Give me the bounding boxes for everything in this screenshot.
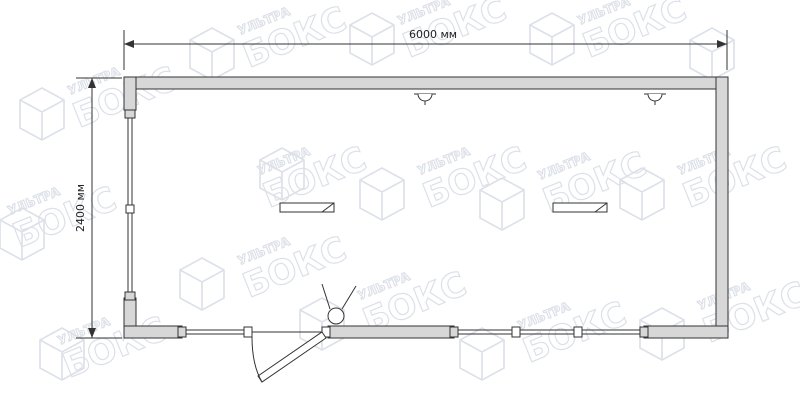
lamp-icon bbox=[321, 283, 357, 325]
door bbox=[251, 326, 331, 383]
window-bottom-1 bbox=[177, 326, 253, 338]
watermark-line2: БОКС bbox=[237, 0, 352, 76]
ceiling-light-2 bbox=[644, 93, 666, 105]
watermark-line2: БОКС bbox=[7, 179, 122, 256]
wall-top bbox=[123, 76, 729, 90]
watermark-line2: БОКС bbox=[677, 139, 792, 216]
width-dimension bbox=[123, 30, 728, 70]
ceiling-light-1 bbox=[414, 93, 436, 105]
width-label: 6000 мм bbox=[409, 28, 457, 41]
window-left bbox=[124, 109, 136, 301]
height-dimension bbox=[76, 77, 122, 339]
wall-left-top bbox=[123, 76, 137, 111]
watermark-line2: БОКС bbox=[57, 309, 172, 386]
watermark-line2: БОКС bbox=[237, 229, 352, 306]
window-bottom-2 bbox=[449, 326, 649, 338]
watermark-line2: БОКС bbox=[417, 139, 532, 216]
heater-2 bbox=[552, 202, 608, 213]
height-label: 2400 мм bbox=[74, 184, 87, 232]
heater-1 bbox=[279, 202, 335, 213]
wall-right bbox=[715, 76, 729, 339]
wall-bottom-right bbox=[643, 325, 729, 339]
walls bbox=[123, 76, 729, 339]
wall-bottom-left bbox=[123, 325, 183, 339]
wall-bottom-middle bbox=[327, 325, 455, 339]
